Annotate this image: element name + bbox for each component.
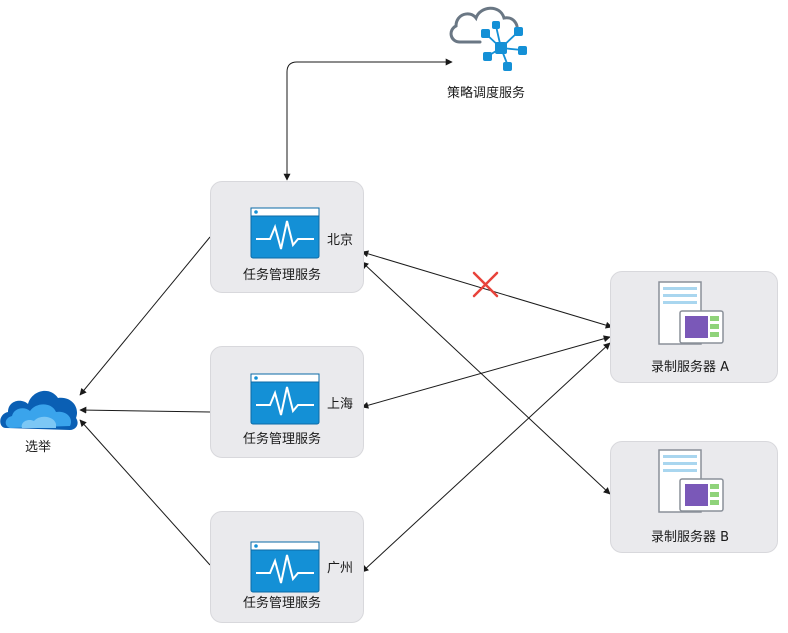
policy-service-label: 策略调度服务: [447, 86, 526, 101]
edge-beijing-recorder-a: [361, 250, 613, 329]
edge-shanghai-recorder-a: [361, 335, 611, 409]
edge-shanghai-election: [79, 406, 211, 414]
edge-beijing-election: [79, 236, 211, 396]
edge-guangzhou-recorder-a: [361, 342, 611, 573]
cloud-network-icon: [449, 6, 527, 71]
region-label-beijing: 北京: [327, 233, 354, 248]
monitor-waveform-icon: [250, 373, 320, 425]
election-label: 选举: [25, 440, 52, 455]
edge-guangzhou-election: [79, 419, 211, 566]
recording-server-a-label: 录制服务器 A: [651, 360, 730, 375]
task-service-label-guangzhou: 任务管理服务: [243, 596, 322, 611]
edge-beijing-policy: [283, 58, 453, 181]
task-service-label-beijing: 任务管理服务: [243, 268, 322, 283]
broken-link-cross-icon: [472, 271, 499, 298]
region-label-shanghai: 上海: [327, 397, 354, 412]
region-label-guangzhou: 广州: [327, 561, 354, 576]
server-rack-icon: [658, 281, 724, 345]
monitor-waveform-icon: [250, 541, 320, 593]
server-rack-icon: [658, 449, 724, 513]
recording-server-b-label: 录制服务器 B: [651, 530, 730, 545]
monitor-waveform-icon: [250, 207, 320, 259]
task-service-label-shanghai: 任务管理服务: [243, 432, 322, 447]
cloud-icon: [0, 390, 78, 430]
